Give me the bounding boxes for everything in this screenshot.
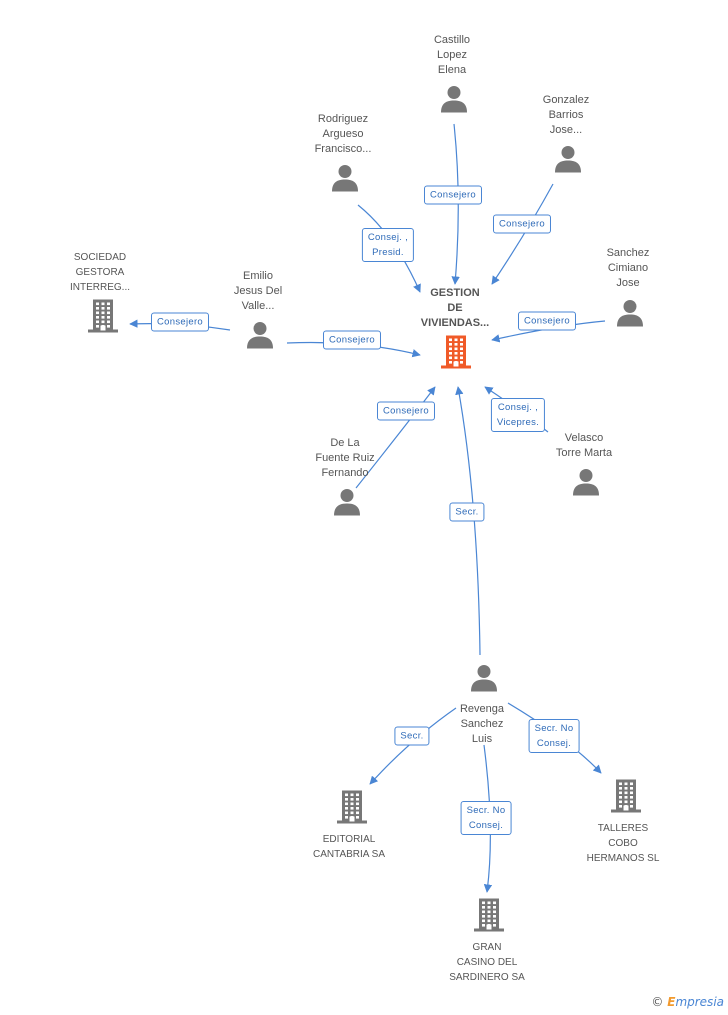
- node-label-line: Jose: [616, 277, 640, 289]
- edge-label-velasco[interactable]: Consej. , Vicepres.: [490, 398, 546, 432]
- node-label-line: Gonzalez: [542, 94, 590, 106]
- edge-label-revenga[interactable]: Secr. No Consej.: [460, 801, 512, 835]
- node-label-line: Castillo: [433, 34, 471, 46]
- node-label-casino[interactable]: GRAN CASINO DEL SARDINERO SA: [449, 940, 525, 985]
- edge-label-gonzalez[interactable]: Consejero: [492, 214, 552, 234]
- brand-logo-text: mpresia: [675, 995, 724, 1009]
- node-label-line: INTERREG...: [69, 282, 131, 293]
- building-icon[interactable]: [610, 779, 642, 818]
- edge-label-line: Secr. No: [534, 723, 574, 734]
- edge-label-rodriguez[interactable]: Consej. , Presid.: [361, 228, 415, 262]
- node-label-line: Elena: [437, 64, 467, 76]
- edge-label-delafuente[interactable]: Consejero: [376, 401, 436, 421]
- person-icon[interactable]: [245, 321, 275, 356]
- edge-label-sanchez[interactable]: Consejero: [517, 311, 577, 331]
- edge-label-emilio[interactable]: Consejero: [150, 312, 210, 332]
- node-label-line: HERMANOS SL: [586, 853, 660, 864]
- edge-revenga-to-editorial: [369, 707, 457, 785]
- edge-label-line: Consejero: [382, 405, 430, 417]
- node-label-line: Rodriguez: [317, 113, 369, 125]
- edge-label-line: Consej. ,: [367, 232, 409, 243]
- node-label-line: Fuente Ruiz: [315, 452, 375, 464]
- edge-label-line: Consej.: [468, 820, 504, 831]
- node-label-line: Sanchez: [460, 718, 504, 730]
- building-icon[interactable]: [87, 299, 119, 338]
- node-label-line: GESTION: [430, 287, 480, 299]
- edge-label-line: Consejero: [156, 316, 204, 328]
- edge-label-revenga[interactable]: Secr.: [449, 502, 485, 522]
- edge-label-line: Secr.: [400, 730, 424, 742]
- brand-logo-initial: E: [667, 995, 676, 1009]
- person-icon[interactable]: [553, 145, 583, 180]
- node-label-line: SOCIEDAD: [73, 252, 127, 263]
- node-label-editorial[interactable]: EDITORIAL CANTABRIA SA: [313, 832, 385, 862]
- edge-label-line: Consejero: [523, 315, 571, 327]
- node-label-line: Velasco: [564, 432, 604, 444]
- edge-label-line: Secr.: [455, 506, 479, 518]
- node-label-line: Fernando: [321, 467, 369, 479]
- node-label-line: EDITORIAL: [322, 834, 376, 845]
- node-label-line: TALLERES: [597, 823, 649, 834]
- node-label-line: COBO: [608, 838, 638, 849]
- person-icon[interactable]: [571, 468, 601, 503]
- edge-label-line: Consej.: [536, 738, 572, 749]
- person-icon[interactable]: [469, 664, 499, 699]
- edge-label-line: Secr. No: [466, 805, 506, 816]
- edge-label-line: Consejero: [328, 334, 376, 346]
- node-label-line: Sanchez: [606, 247, 650, 259]
- edge-label-line: Vicepres.: [496, 417, 540, 428]
- edge-label-revenga[interactable]: Secr.: [394, 726, 430, 746]
- node-label-line: GESTORA: [75, 267, 125, 278]
- edge-label-line: Consejero: [429, 189, 477, 201]
- edge-label-line: Consejero: [498, 218, 546, 230]
- edge-label-castillo[interactable]: Consejero: [423, 185, 483, 205]
- node-label-line: Jose...: [549, 124, 583, 136]
- edge-label-revenga[interactable]: Secr. No Consej.: [528, 719, 580, 753]
- node-label-line: DE: [447, 302, 463, 314]
- node-label-line: CASINO DEL: [456, 957, 518, 968]
- building-icon[interactable]: [473, 898, 505, 937]
- node-label-line: Torre Marta: [555, 447, 613, 459]
- node-label-line: Lopez: [437, 49, 467, 61]
- edge-label-emilio[interactable]: Consejero: [322, 330, 382, 350]
- node-label-sociedad[interactable]: SOCIEDAD GESTORA INTERREG...: [70, 250, 130, 295]
- building-icon[interactable]: [336, 790, 368, 829]
- edge-label-line: Presid.: [372, 247, 404, 258]
- person-icon[interactable]: [332, 488, 362, 523]
- node-label-line: Emilio: [243, 270, 273, 282]
- node-label-talleres[interactable]: TALLERES COBO HERMANOS SL: [587, 821, 660, 866]
- person-icon[interactable]: [330, 164, 360, 199]
- node-label-focus[interactable]: GESTION DE VIVIENDAS...: [421, 286, 489, 331]
- edge-label-line: Consej. ,: [497, 402, 539, 413]
- edge-delafuente-to-focus: [355, 386, 436, 489]
- brand-footer: © Empresia: [651, 995, 724, 1009]
- node-label-line: Argueso: [322, 128, 364, 140]
- node-label-line: Francisco...: [314, 143, 372, 155]
- node-label-line: Revenga: [459, 703, 505, 715]
- node-label-line: SARDINERO SA: [449, 972, 525, 983]
- edge-gonzalez-to-focus: [491, 183, 554, 285]
- building-icon[interactable]: [440, 335, 472, 374]
- node-label-line: Barrios: [548, 109, 584, 121]
- person-icon[interactable]: [615, 299, 645, 334]
- person-icon[interactable]: [439, 85, 469, 120]
- node-label-line: Cimiano: [607, 262, 649, 274]
- copyright-symbol: ©: [651, 995, 664, 1009]
- node-label-line: De La: [330, 437, 360, 449]
- node-label-line: Valle...: [241, 300, 275, 312]
- node-label-line: VIVIENDAS...: [420, 317, 490, 329]
- node-label-line: GRAN: [472, 942, 502, 953]
- node-label-line: Luis: [471, 733, 493, 745]
- node-label-line: CANTABRIA SA: [312, 849, 386, 860]
- node-label-line: Jesus Del: [233, 285, 283, 297]
